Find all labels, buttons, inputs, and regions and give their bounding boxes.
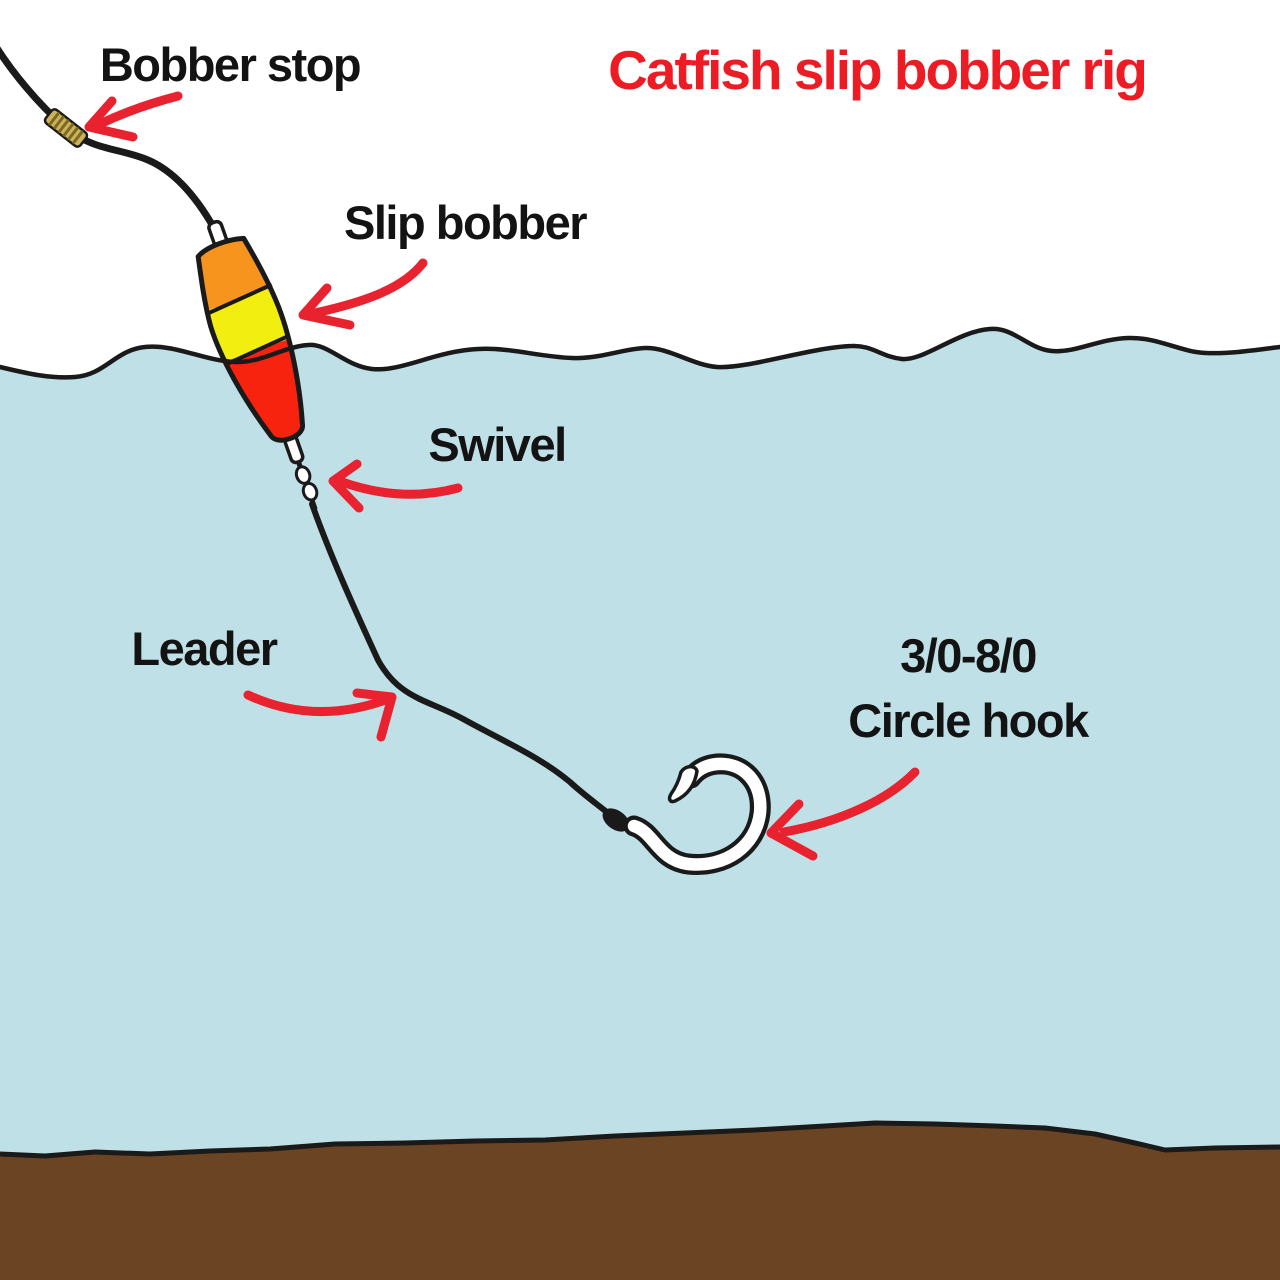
circle-hook bbox=[602, 753, 771, 875]
bobber-body-outline bbox=[195, 235, 306, 443]
bobber-band-line-1 bbox=[205, 282, 273, 317]
riverbed-area bbox=[0, 1123, 1280, 1280]
riverbed-edge-line bbox=[0, 1120, 1280, 1159]
hook-bend-inner bbox=[627, 757, 767, 871]
leader-line bbox=[309, 501, 617, 821]
swivel-beads bbox=[294, 465, 319, 502]
hook-point bbox=[667, 764, 699, 804]
slip-bobber-arrow bbox=[298, 258, 428, 330]
hook-knot bbox=[602, 808, 630, 832]
main-fishing-line bbox=[0, 46, 218, 232]
swivel-label: Swivel bbox=[428, 418, 567, 471]
hook-size-text: 3/0-8/0 bbox=[900, 629, 1037, 682]
bobber-stop-stripes bbox=[48, 111, 84, 145]
hook-type-text: Circle hook bbox=[848, 693, 1089, 747]
leader-label: Leader bbox=[131, 622, 278, 675]
circle-hook-arrow bbox=[766, 767, 920, 861]
bobber-stop-label: Bobber stop bbox=[99, 38, 362, 91]
bobber-stop-bead bbox=[43, 108, 89, 148]
water-surface-line bbox=[0, 326, 1280, 380]
water-area bbox=[0, 328, 1280, 1280]
circle-hook-label: 3/0-8/0 Circle hook bbox=[848, 624, 1089, 754]
leader-arrow bbox=[243, 688, 397, 742]
diagram-title: Catfish slip bobber rig bbox=[608, 39, 1148, 101]
slip-bobber-label: Slip bobber bbox=[344, 196, 588, 249]
bobber-band-line-2 bbox=[224, 334, 290, 367]
swivel-arrow bbox=[328, 459, 463, 513]
bobber-stop-arrow bbox=[84, 91, 183, 142]
